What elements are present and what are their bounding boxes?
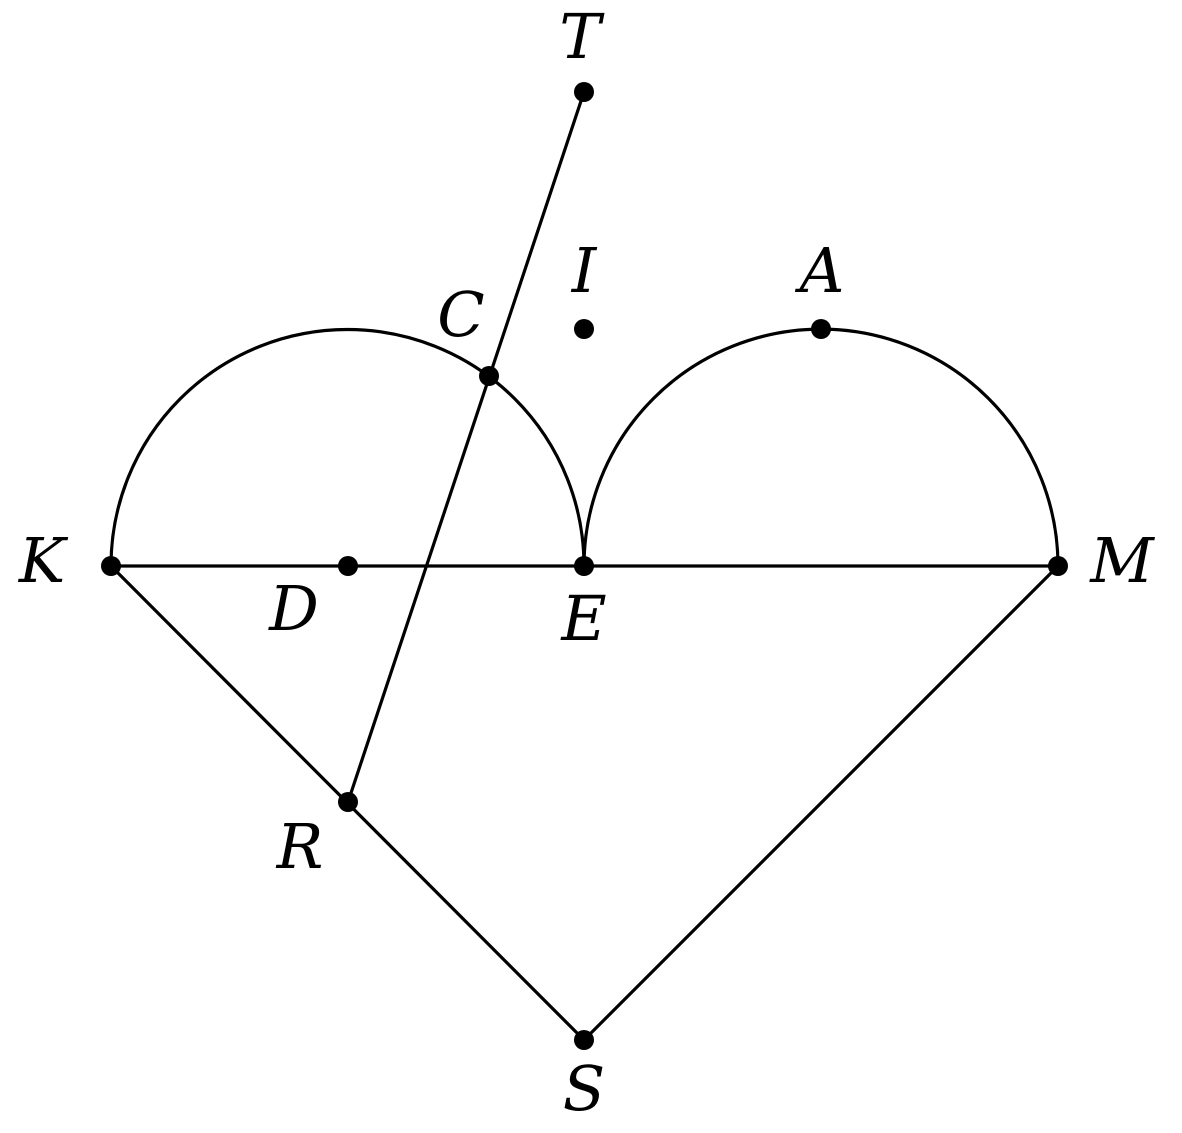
label-A: A xyxy=(795,234,845,307)
label-C: C xyxy=(437,278,484,351)
label-R: R xyxy=(276,810,324,883)
label-K: K xyxy=(18,524,69,597)
arc-KE xyxy=(109,327,586,568)
arc-EM xyxy=(582,327,1060,568)
point-S xyxy=(574,1030,594,1050)
label-M: M xyxy=(1089,524,1155,597)
point-M xyxy=(1048,556,1068,576)
point-E xyxy=(574,556,594,576)
label-E: E xyxy=(560,582,606,655)
point-A xyxy=(811,319,831,339)
label-T: T xyxy=(559,0,605,73)
point-T xyxy=(574,82,594,102)
segment-MS xyxy=(582,564,1060,1042)
point-I xyxy=(574,319,594,339)
point-R xyxy=(338,792,358,812)
segment-TR xyxy=(346,90,586,804)
label-D: D xyxy=(268,572,319,645)
point-K xyxy=(101,556,121,576)
point-D xyxy=(338,556,358,576)
point-C xyxy=(479,366,499,386)
label-S: S xyxy=(563,1052,605,1125)
label-I: I xyxy=(571,234,598,307)
